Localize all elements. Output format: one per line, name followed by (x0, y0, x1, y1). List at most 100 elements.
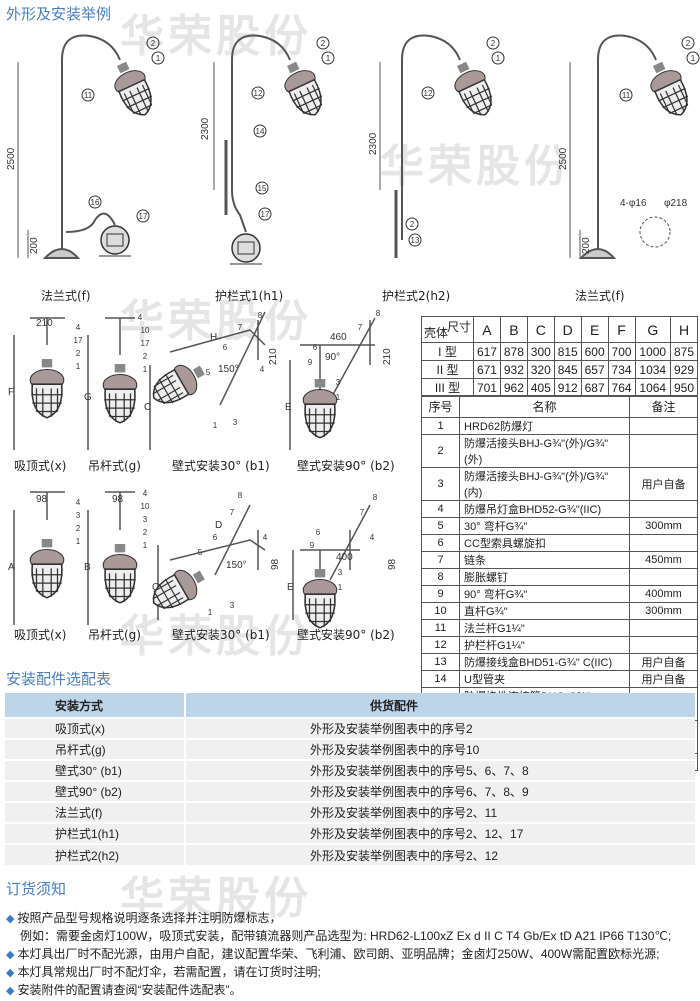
caption-flange: 法兰式(f) (41, 289, 91, 303)
svg-text:7: 7 (360, 508, 365, 517)
svg-text:2: 2 (491, 39, 496, 48)
table-row: 护栏式1(h1)外形及安装举例图表中的序号2、12、17 (5, 822, 695, 844)
caption-ceiling: 吸顶式(x) (14, 628, 67, 642)
note-item: 例如：需要金卤灯100W，吸顶式安装，配带镇流器则产品选型为: HRD62-L1… (20, 929, 672, 943)
part-remark: 用户自备 (629, 670, 698, 688)
svg-text:210: 210 (268, 348, 279, 365)
svg-text:3: 3 (338, 568, 343, 577)
svg-text:7: 7 (238, 323, 243, 332)
lamp-icon (29, 358, 65, 419)
part-remark (629, 500, 698, 518)
dim-height: 2500 (6, 147, 17, 170)
note-item: ◆按照产品型号规格说明逐条选择并注明防爆标志， (6, 911, 282, 925)
part-name: 防爆活接头BHJ-G¾"(外)/G¾"(内) (459, 467, 630, 501)
svg-text:10: 10 (141, 326, 150, 335)
supplied-parts: 外形及安装举例图表中的序号5、6、7、8 (185, 759, 695, 781)
flange-pole (61, 34, 121, 250)
svg-text:8: 8 (258, 311, 263, 320)
svg-text:1: 1 (208, 608, 213, 617)
svg-text:6: 6 (223, 343, 228, 352)
part-number: 11 (421, 619, 460, 637)
svg-text:460: 460 (330, 332, 347, 343)
caption-pendant: 吊杆式(g) (88, 628, 141, 642)
install-method: 吸顶式(x) (5, 717, 186, 739)
caption-pendant: 吊杆式(g) (88, 459, 141, 473)
svg-text:5: 5 (206, 368, 211, 377)
lamp-icon (276, 56, 331, 123)
dim-base: 200 (581, 237, 592, 254)
svg-text:98: 98 (36, 494, 48, 505)
part-number: 10 (421, 602, 460, 620)
part-remark (629, 619, 698, 637)
svg-text:4: 4 (143, 489, 148, 498)
install-method: 吊杆式(g) (5, 738, 186, 760)
dim-base: 200 (29, 237, 40, 254)
svg-text:8: 8 (238, 491, 243, 500)
svg-text:2: 2 (686, 39, 691, 48)
lamp-icon (642, 56, 697, 123)
caption-guardrail-1: 护栏式1(h1) (215, 289, 284, 303)
lamp-icon (145, 355, 212, 413)
table-row: 壁式90° (b2)外形及安装举例图表中的序号6、7、8、9 (5, 780, 695, 802)
table-row: 壁式30° (b1)外形及安装举例图表中的序号5、6、7、8 (5, 759, 695, 781)
part-name: HRD62防爆灯 (459, 417, 630, 435)
svg-text:5: 5 (198, 548, 203, 557)
svg-text:2: 2 (143, 528, 148, 537)
svg-text:17: 17 (74, 336, 83, 345)
svg-text:4: 4 (76, 323, 81, 332)
part-name: 护栏杆G1¼" (459, 636, 630, 654)
install-method: 壁式30° (b1) (5, 759, 186, 781)
svg-text:4: 4 (260, 365, 265, 374)
installation-drawings: 2500 200 2300 2300 2500 200 4-φ16 φ218 2… (6, 34, 700, 629)
svg-text:1: 1 (213, 421, 218, 430)
svg-text:98: 98 (387, 558, 398, 570)
svg-text:13: 13 (411, 236, 420, 245)
svg-text:2: 2 (321, 39, 326, 48)
dim-bolt-holes: 4-φ16 (620, 198, 647, 209)
install-method: 法兰式(f) (5, 801, 186, 823)
svg-text:1: 1 (336, 393, 341, 402)
lamp-icon (106, 56, 161, 123)
lamp-icon (102, 363, 138, 424)
svg-text:B: B (84, 562, 91, 573)
dim-height: 2300 (368, 132, 379, 155)
svg-text:1: 1 (496, 54, 501, 63)
svg-text:7: 7 (230, 508, 235, 517)
svg-text:1: 1 (143, 541, 148, 550)
part-name: 法兰杆G1¼" (459, 619, 630, 637)
svg-text:1: 1 (76, 362, 81, 371)
svg-text:2: 2 (410, 220, 415, 229)
svg-text:11: 11 (84, 91, 93, 100)
note-item: ◆安装附件的配置请查阅“安装配件选配表”。 (6, 983, 242, 997)
part-remark: 用户自备 (629, 653, 698, 671)
svg-text:1: 1 (338, 583, 343, 592)
svg-text:4: 4 (263, 533, 268, 542)
svg-text:15: 15 (258, 184, 267, 193)
svg-text:4: 4 (76, 498, 81, 507)
part-remark (629, 568, 698, 586)
svg-text:3: 3 (336, 378, 341, 387)
dim-height: 2500 (558, 147, 569, 170)
svg-text:2: 2 (151, 39, 156, 48)
svg-text:17: 17 (141, 339, 150, 348)
svg-text:210: 210 (36, 318, 53, 329)
part-number: 4 (421, 500, 460, 518)
part-number: 2 (421, 434, 460, 468)
svg-text:3: 3 (233, 418, 238, 427)
svg-text:F: F (8, 387, 14, 398)
svg-text:H: H (210, 332, 217, 343)
part-number: 5 (421, 517, 460, 535)
svg-text:7: 7 (358, 323, 363, 332)
part-remark (629, 636, 698, 654)
svg-text:98: 98 (112, 494, 124, 505)
lamp-icon (102, 543, 138, 604)
part-number: 7 (421, 551, 460, 569)
caption-wall-30: 壁式安装30° (b1) (172, 459, 270, 473)
